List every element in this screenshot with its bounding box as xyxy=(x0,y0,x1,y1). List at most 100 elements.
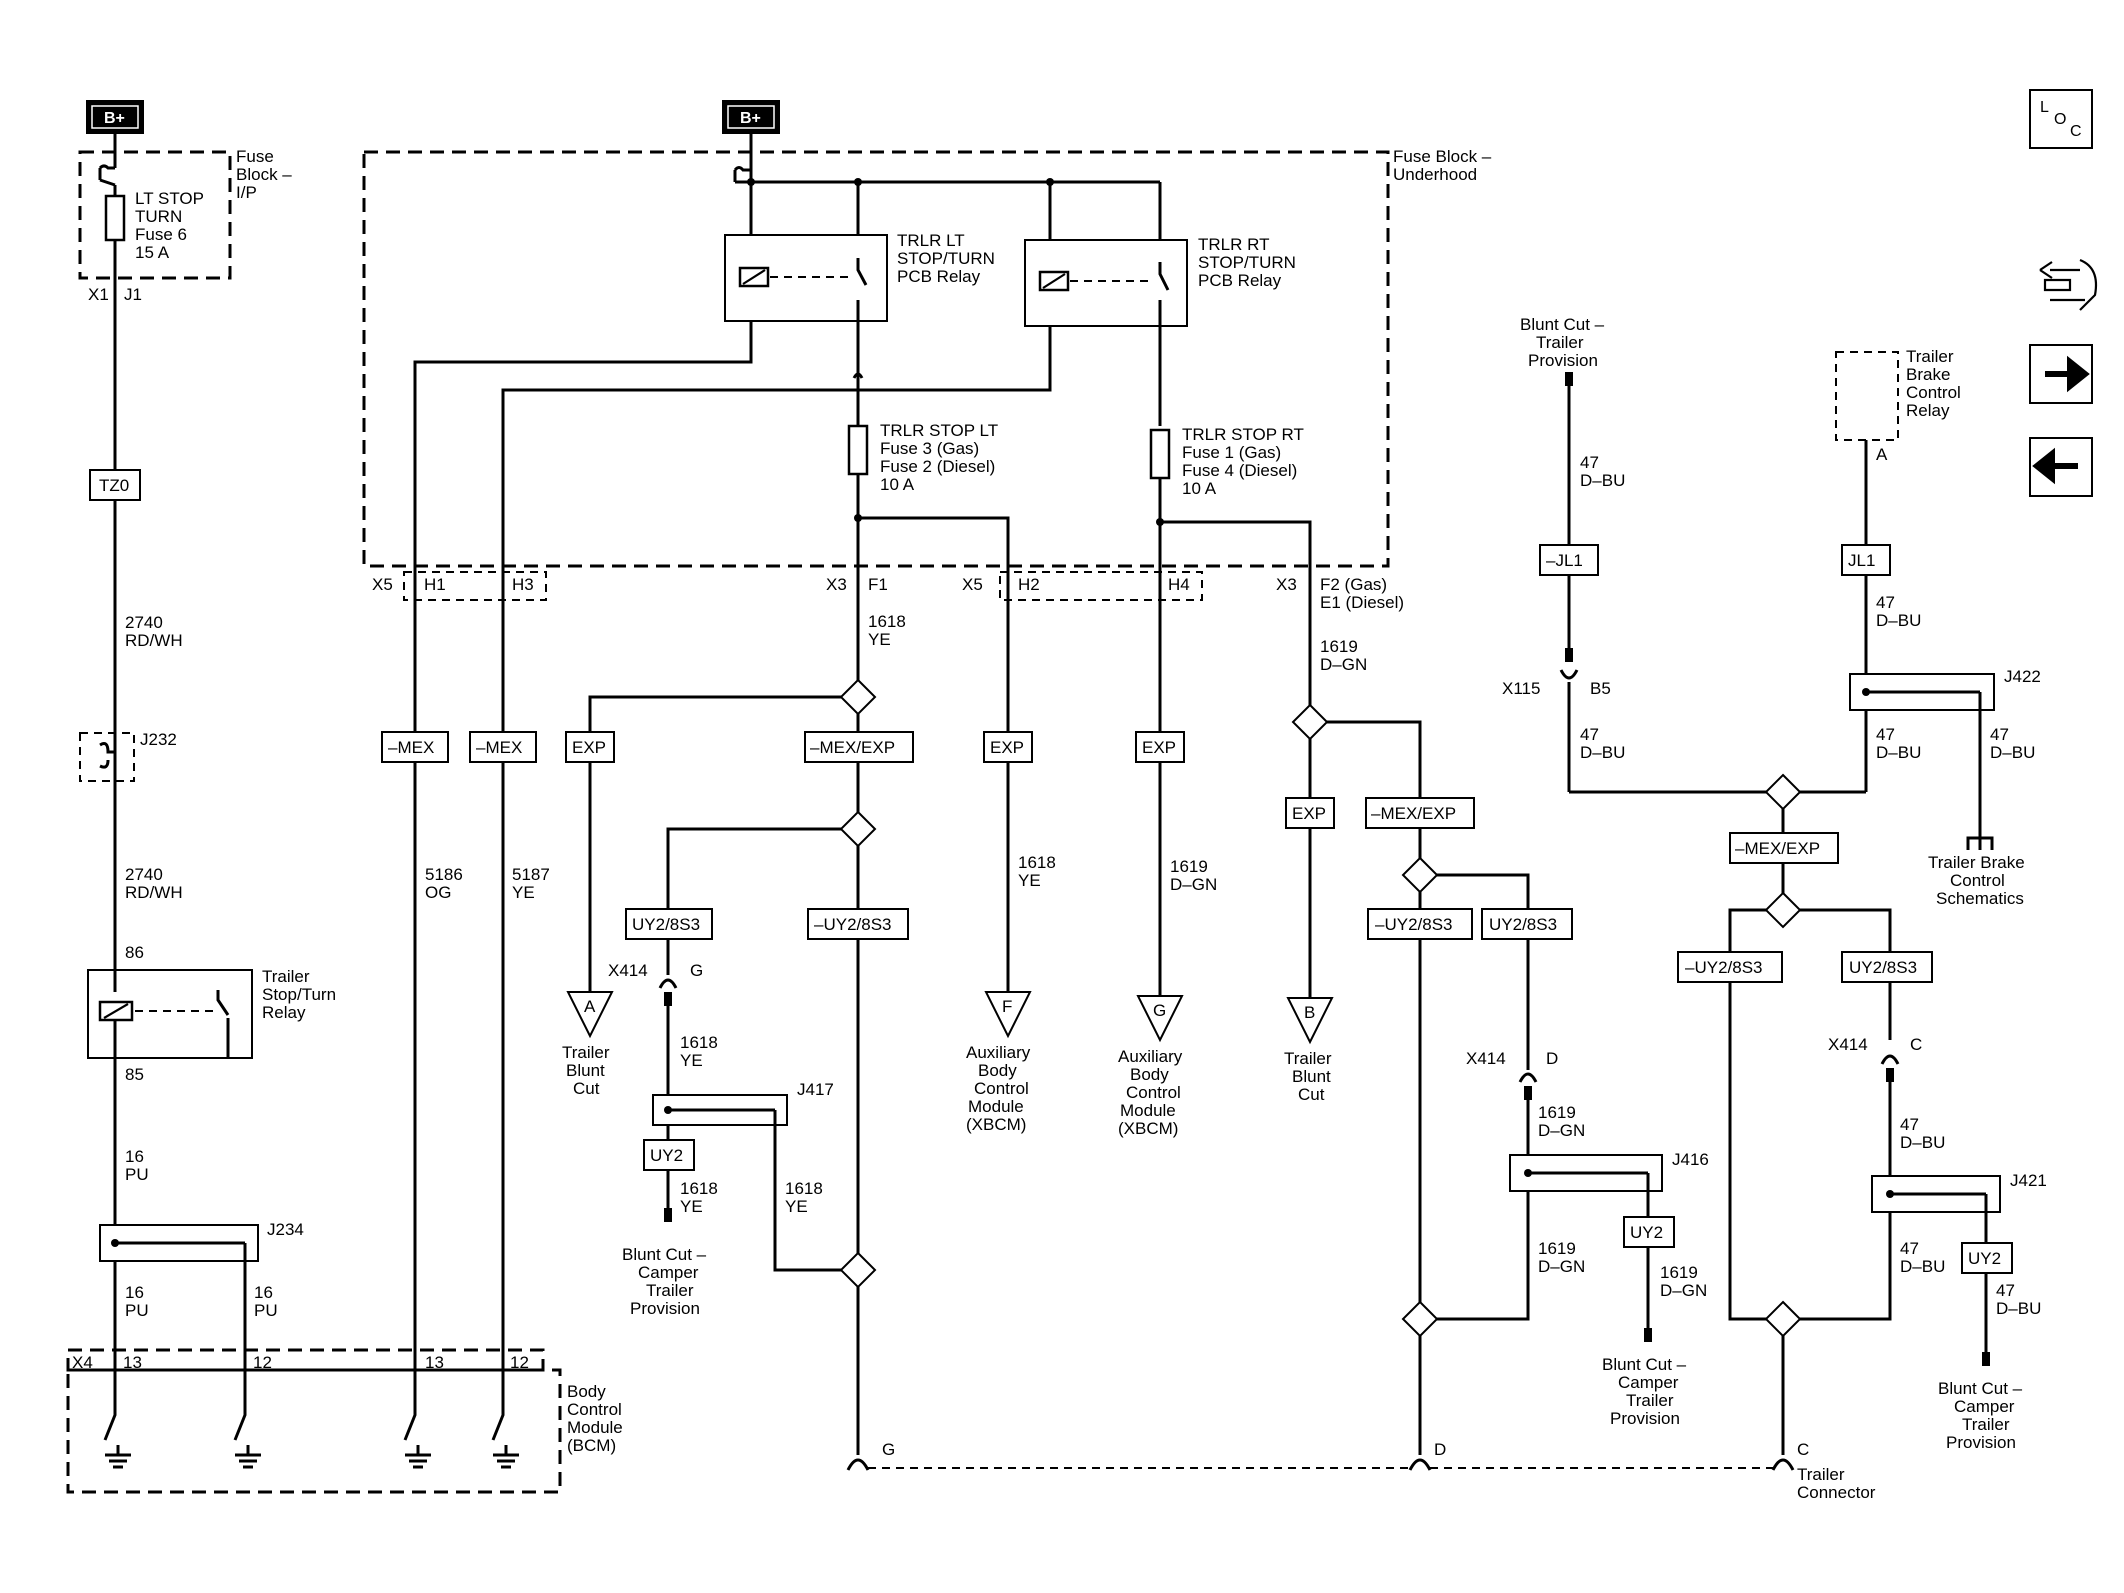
bcm-ground-1 xyxy=(103,1385,131,1469)
svg-text:TZ0: TZ0 xyxy=(99,476,129,495)
option-neg-uy2-8s3-3: –UY2/8S3 xyxy=(1677,951,1783,983)
next-page-button[interactable] xyxy=(2029,344,2093,404)
svg-text:X414: X414 xyxy=(1466,1049,1506,1068)
svg-text:Blunt: Blunt xyxy=(566,1061,605,1080)
connector-x115: X115 B5 xyxy=(1502,669,1611,698)
svg-text:Fuse 6: Fuse 6 xyxy=(135,225,187,244)
svg-text:Trailer: Trailer xyxy=(1797,1465,1845,1484)
svg-text:5186: 5186 xyxy=(425,865,463,884)
svg-text:UY2/8S3: UY2/8S3 xyxy=(1489,915,1557,934)
svg-text:Trailer: Trailer xyxy=(1536,333,1584,352)
svg-text:47: 47 xyxy=(1990,725,2009,744)
svg-text:E1 (Diesel): E1 (Diesel) xyxy=(1320,593,1404,612)
svg-text:Relay: Relay xyxy=(1906,401,1950,420)
splice-diamond xyxy=(839,678,877,716)
splice-j234: J234 xyxy=(99,1220,304,1262)
svg-text:D–BU: D–BU xyxy=(1900,1133,1945,1152)
splice-diamond xyxy=(1764,773,1802,811)
splice-j421: J421 xyxy=(1871,1171,2047,1213)
svg-text:–UY2/8S3: –UY2/8S3 xyxy=(814,915,892,934)
svg-text:Blunt Cut –: Blunt Cut – xyxy=(1938,1379,2023,1398)
wire-circuit-label: 2740 xyxy=(125,613,163,632)
svg-text:(BCM): (BCM) xyxy=(567,1436,616,1455)
svg-text:J234: J234 xyxy=(267,1220,304,1239)
loc-icon[interactable]: L O C xyxy=(2029,89,2093,149)
svg-text:Fuse 1 (Gas): Fuse 1 (Gas) xyxy=(1182,443,1281,462)
svg-text:(XBCM): (XBCM) xyxy=(966,1115,1026,1134)
svg-text:STOP/TURN: STOP/TURN xyxy=(1198,253,1296,272)
svg-text:47: 47 xyxy=(1580,725,1599,744)
svg-text:Control: Control xyxy=(974,1079,1029,1098)
trailer-brake-control-relay: Trailer Brake Control Relay A xyxy=(1835,347,1961,464)
svg-text:Provision: Provision xyxy=(630,1299,700,1318)
svg-text:X115: X115 xyxy=(1502,679,1540,698)
svg-text:PCB Relay: PCB Relay xyxy=(897,267,981,286)
splice-diamond xyxy=(839,810,877,848)
svg-text:16: 16 xyxy=(254,1283,273,1302)
svg-text:47: 47 xyxy=(1900,1239,1919,1258)
svg-text:1618: 1618 xyxy=(1018,853,1056,872)
svg-text:A: A xyxy=(584,997,596,1016)
battery-left: B+ xyxy=(86,100,144,134)
svg-text:D–BU: D–BU xyxy=(1996,1299,2041,1318)
svg-text:TRLR STOP LT: TRLR STOP LT xyxy=(880,421,998,440)
svg-text:UY2/8S3: UY2/8S3 xyxy=(632,915,700,934)
svg-text:15 A: 15 A xyxy=(135,243,170,262)
svg-text:X3: X3 xyxy=(826,575,847,594)
fuse-trlr-stop-rt: TRLR STOP RT Fuse 1 (Gas) Fuse 4 (Diesel… xyxy=(1149,425,1304,498)
svg-text:Provision: Provision xyxy=(1610,1409,1680,1428)
svg-text:Control: Control xyxy=(1906,383,1961,402)
svg-text:Blunt: Blunt xyxy=(1292,1067,1331,1086)
option-exp-g: EXP xyxy=(1135,731,1185,763)
svg-text:Camper: Camper xyxy=(1618,1373,1679,1392)
svg-text:I/P: I/P xyxy=(236,183,257,202)
svg-text:H3: H3 xyxy=(512,575,534,594)
svg-text:Module: Module xyxy=(968,1097,1024,1116)
fuse-block-ip: Fuse Block – I/P LT STOP TURN Fuse 6 15 … xyxy=(78,147,292,304)
svg-text:UY2: UY2 xyxy=(1630,1223,1663,1242)
splice-diamond xyxy=(1401,856,1439,894)
svg-text:D: D xyxy=(1546,1049,1558,1068)
option-jl1: JL1 xyxy=(1841,544,1891,576)
svg-text:J421: J421 xyxy=(2010,1171,2047,1190)
svg-text:RD/WH: RD/WH xyxy=(125,883,183,902)
svg-text:G: G xyxy=(1153,1001,1166,1020)
svg-text:16: 16 xyxy=(125,1147,144,1166)
blunt-cut-camper-3: Blunt Cut – Camper Trailer Provision xyxy=(1938,1379,2023,1452)
svg-text:47: 47 xyxy=(1900,1115,1919,1134)
svg-text:Provision: Provision xyxy=(1946,1433,2016,1452)
svg-text:TURN: TURN xyxy=(135,207,182,226)
svg-text:–JL1: –JL1 xyxy=(1546,551,1583,570)
previous-page-button[interactable] xyxy=(2029,437,2093,497)
svg-text:16: 16 xyxy=(125,1283,144,1302)
connector-x414-c: X414 C xyxy=(1828,1035,1922,1082)
svg-text:Underhood: Underhood xyxy=(1393,165,1477,184)
svg-text:Trailer: Trailer xyxy=(1284,1049,1332,1068)
svg-text:Cut: Cut xyxy=(1298,1085,1325,1104)
connector-view-icon[interactable] xyxy=(2039,258,2098,311)
option-mex-exp-2: –MEX/EXP xyxy=(1365,797,1475,829)
svg-text:(XBCM): (XBCM) xyxy=(1118,1119,1178,1138)
svg-text:Fuse Block –: Fuse Block – xyxy=(1393,147,1492,166)
svg-text:J417: J417 xyxy=(797,1080,834,1099)
svg-text:Control: Control xyxy=(1126,1083,1181,1102)
svg-text:J422: J422 xyxy=(2004,667,2041,686)
svg-text:Body: Body xyxy=(1130,1065,1169,1084)
svg-text:1618: 1618 xyxy=(868,612,906,631)
svg-text:F: F xyxy=(1002,997,1012,1016)
svg-text:1619: 1619 xyxy=(1660,1263,1698,1282)
svg-text:Camper: Camper xyxy=(638,1263,699,1282)
svg-text:Body: Body xyxy=(567,1382,606,1401)
trailer-stop-turn-relay: 86 Trailer Stop/Turn Relay 85 xyxy=(87,943,336,1084)
svg-text:Fuse 3 (Gas): Fuse 3 (Gas) xyxy=(880,439,979,458)
svg-text:Stop/Turn: Stop/Turn xyxy=(262,985,336,1004)
svg-text:Schematics: Schematics xyxy=(1936,889,2024,908)
svg-text:Camper: Camper xyxy=(1954,1397,2015,1416)
svg-text:5187: 5187 xyxy=(512,865,550,884)
offpage-connector-a: A Trailer Blunt Cut xyxy=(562,991,614,1098)
svg-text:X414: X414 xyxy=(1828,1035,1868,1054)
option-exp-b: EXP xyxy=(1285,797,1335,829)
svg-text:UY2: UY2 xyxy=(650,1146,683,1165)
svg-text:Control: Control xyxy=(1950,871,2005,890)
svg-text:D–GN: D–GN xyxy=(1170,875,1217,894)
